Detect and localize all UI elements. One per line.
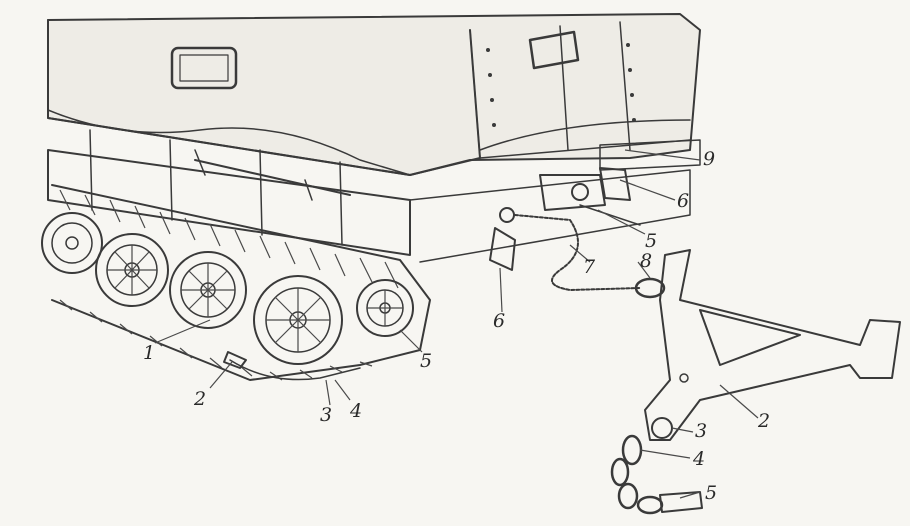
callout-7-cable: 7 (583, 256, 596, 278)
road-wheels (41, 212, 414, 365)
tow-bar (610, 249, 901, 515)
callout-6-side-hook: 6 (493, 310, 506, 332)
leader-lines (154, 149, 759, 499)
trailer-body (47, 13, 701, 263)
rear-window (528, 30, 580, 70)
callout-3-track-pin: 3 (320, 404, 333, 426)
rear-coupling (489, 167, 666, 299)
callout-9-rear-plate: 9 (703, 148, 716, 170)
cable-eye (634, 277, 666, 299)
tow-chain (610, 434, 703, 515)
callout-2-track-hitch: 2 (194, 388, 207, 410)
callout-2-tow-bar: 2 (758, 410, 771, 432)
callout-3-tow-pin: 3 (695, 420, 708, 442)
callout-8-cable-eye: 8 (640, 250, 653, 272)
callout-4-track-chain: 4 (350, 400, 363, 422)
callout-1-tracks: 1 (143, 342, 156, 364)
track-assembly (41, 184, 431, 381)
callout-6-rear-bracket: 6 (677, 190, 690, 212)
callout-5-rear-coupling: 5 (645, 230, 658, 252)
tow-pin (651, 417, 673, 439)
callout-4-tow-chain: 4 (693, 448, 706, 470)
side-window (170, 46, 238, 90)
callout-5-track-sprocket: 5 (420, 350, 433, 372)
callout-5-tow-hook: 5 (705, 482, 718, 504)
